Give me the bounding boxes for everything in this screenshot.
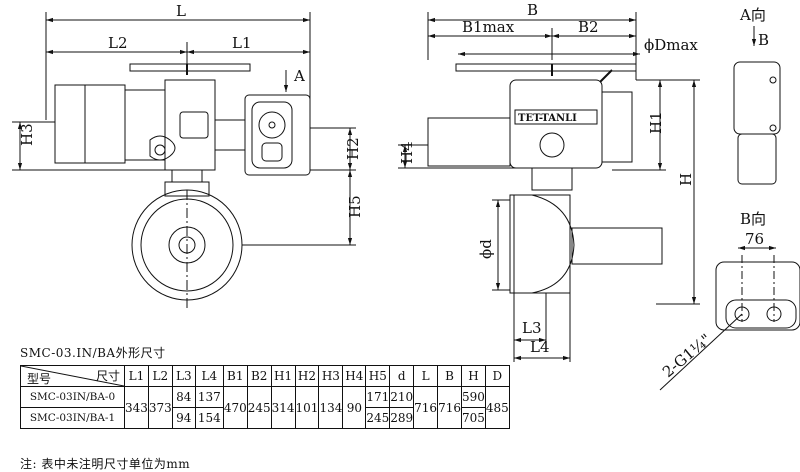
cell-D: 485 xyxy=(484,386,510,429)
cell-H: 590 xyxy=(460,386,486,408)
table-row: SMC-03IN/BA-0 343 373 84 137 470 245 314… xyxy=(20,386,510,429)
model-cell: SMC-03IN/BA-0 xyxy=(20,386,125,408)
cell-H4: 90 xyxy=(342,386,367,429)
table-header-row: 尺寸 型号 L1 L2 L3 L4 B1 B2 H1 H2 H3 H4 H5 d… xyxy=(20,365,510,387)
col-header: H4 xyxy=(342,365,367,387)
col-header: L2 xyxy=(147,365,173,387)
dim-B1max: B1max xyxy=(462,18,515,36)
cell-L1: 343 xyxy=(124,386,149,429)
dim-H2: H2 xyxy=(344,137,362,160)
col-header: B1 xyxy=(222,365,248,387)
cell-H3: 134 xyxy=(318,386,344,429)
cell-L4: 154 xyxy=(194,407,224,429)
dim-L1: L1 xyxy=(232,34,252,52)
dim-L4: L4 xyxy=(530,338,550,356)
cell-B1: 470 xyxy=(222,386,248,429)
cell-L3: 94 xyxy=(171,407,196,429)
cell-d: 210 xyxy=(389,386,415,408)
brand-plate-text: TET-TANLI xyxy=(518,113,577,124)
cell-H: 705 xyxy=(460,407,486,429)
corner-bottom-label: 型号 xyxy=(27,372,52,386)
dim-Dmax: ϕDmax xyxy=(644,36,698,54)
col-header: D xyxy=(484,365,510,387)
cell-H1: 314 xyxy=(270,386,296,429)
cell-H5: 245 xyxy=(365,407,391,429)
dim-H3: H3 xyxy=(18,123,36,146)
dim-H5: H5 xyxy=(346,195,364,218)
cell-L: 716 xyxy=(413,386,439,429)
col-header: H xyxy=(460,365,486,387)
cell-L2: 373 xyxy=(147,386,173,429)
col-header: L3 xyxy=(171,365,196,387)
col-header: B xyxy=(437,365,462,387)
cell-B2: 245 xyxy=(246,386,272,429)
thread-label: 2-G1¼" xyxy=(659,330,715,381)
detail-views xyxy=(659,26,800,391)
cell-H5: 171 xyxy=(365,386,391,408)
cell-H2: 101 xyxy=(294,386,320,429)
footnote: 注: 表中未注明尺寸单位为mm xyxy=(20,457,191,471)
col-header: L xyxy=(413,365,439,387)
model-cell: SMC-03IN/BA-1 xyxy=(20,407,125,429)
dim-B: B xyxy=(527,1,538,19)
dim-76: 76 xyxy=(745,230,764,248)
cell-d: 289 xyxy=(389,407,415,429)
cell-L4: 137 xyxy=(194,386,224,408)
cell-L3: 84 xyxy=(171,386,196,408)
col-header: H3 xyxy=(318,365,344,387)
front-view xyxy=(12,12,356,310)
dim-H: H xyxy=(677,173,695,186)
side-view xyxy=(398,12,700,362)
dim-A-arrow: A xyxy=(293,67,305,85)
view-A-B-label: B xyxy=(758,31,769,49)
table-title: SMC-03.IN/BA外形尺寸 xyxy=(20,346,166,360)
col-header: H5 xyxy=(365,365,391,387)
col-header: L4 xyxy=(194,365,224,387)
col-header: B2 xyxy=(246,365,272,387)
view-A-label: A向 xyxy=(739,6,766,24)
table-row: SMC-03IN/BA-1 94 154 245 289 705 xyxy=(20,407,510,429)
col-header: L1 xyxy=(124,365,149,387)
dim-H4: H4 xyxy=(398,141,416,164)
col-header: d xyxy=(389,365,415,387)
corner-top-label: 尺寸 xyxy=(95,369,120,383)
dim-L2: L2 xyxy=(108,34,128,52)
dim-L: L xyxy=(176,2,186,20)
dim-H1: H1 xyxy=(647,111,665,134)
dim-B2: B2 xyxy=(578,18,599,36)
dimension-table: 尺寸 型号 L1 L2 L3 L4 B1 B2 H1 H2 H3 H4 H5 d… xyxy=(20,365,510,429)
dim-d: ϕd xyxy=(477,239,495,259)
cell-B: 716 xyxy=(437,386,462,429)
dim-L3: L3 xyxy=(522,319,542,337)
view-B-label: B向 xyxy=(740,210,766,228)
col-header: H1 xyxy=(270,365,296,387)
corner-cell: 尺寸 型号 xyxy=(20,365,125,387)
col-header: H2 xyxy=(294,365,320,387)
